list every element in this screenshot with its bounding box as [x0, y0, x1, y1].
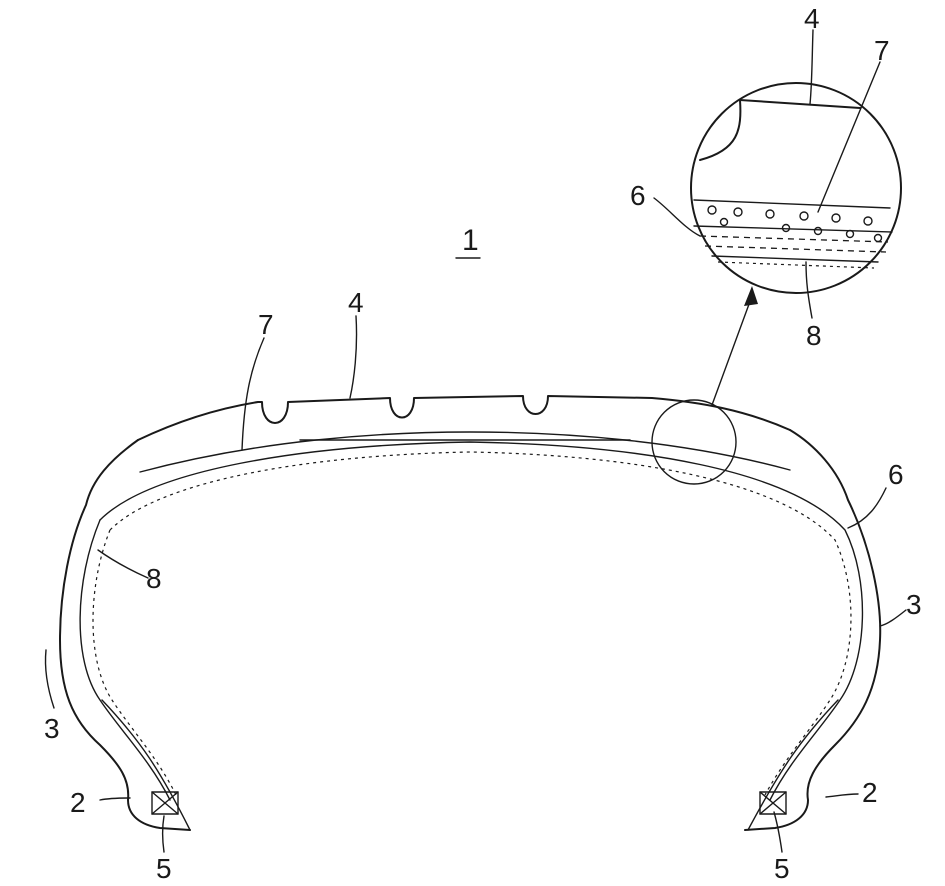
detail-region-marker — [652, 400, 736, 484]
label-core-right: 5 — [774, 853, 790, 884]
label-detail-inner: 8 — [806, 320, 822, 351]
label-inner-left: 8 — [146, 563, 162, 594]
label-detail-belt: 7 — [874, 35, 890, 66]
label-sidewall-left: 3 — [44, 713, 60, 744]
bead-core-left — [152, 792, 178, 814]
leader-lines — [45, 30, 906, 852]
label-core-left: 5 — [156, 853, 172, 884]
figure-label: 1 — [462, 224, 479, 257]
label-tread-top: 4 — [348, 287, 364, 318]
label-sidewall-right: 3 — [906, 589, 922, 620]
label-detail-carcass: 6 — [630, 180, 646, 211]
label-carcass-right: 6 — [888, 459, 904, 490]
detail-magnified-view — [691, 83, 901, 293]
label-bead-right: 2 — [862, 777, 878, 808]
tire-inner-layers — [80, 432, 862, 830]
belt-cord-circles — [708, 206, 882, 242]
label-bead-left: 2 — [70, 787, 86, 818]
detail-arrow — [712, 286, 758, 405]
label-belt-top: 7 — [258, 309, 274, 340]
label-detail-tread: 4 — [804, 3, 820, 34]
